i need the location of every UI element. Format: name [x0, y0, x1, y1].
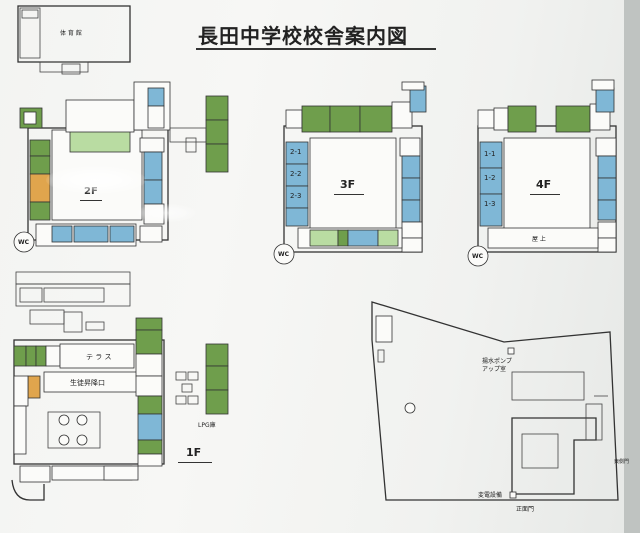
frame-edge [624, 0, 640, 533]
floor3-label: 3F [340, 178, 356, 191]
page-title: 長田中学校校舎案内図 [198, 24, 408, 48]
floor4-plan [467, 79, 617, 267]
floor4-label: 4F [536, 178, 552, 191]
main-gate-label: 正面門 [516, 506, 535, 513]
transformer-label: 変電設備 [478, 492, 503, 499]
pump-room-label: アップ室 [482, 366, 507, 373]
classroom-2-2-label: 2-2 [290, 170, 302, 178]
classroom-1-2-label: 1-2 [484, 174, 496, 182]
floor4-label-underline [530, 194, 560, 195]
floor1-label: 1F [186, 446, 202, 459]
title-underline [196, 48, 436, 50]
site-plan [371, 301, 619, 501]
wc-label-2f: WC [18, 239, 30, 246]
pool-pump-label: 揚水ポンプ [482, 358, 512, 365]
classroom-2-3-label: 2-3 [290, 192, 302, 200]
gym-building [17, 5, 131, 75]
floor2-plan [13, 81, 229, 253]
floor2-label: 2F [84, 186, 98, 197]
floor3-label-underline [334, 194, 364, 195]
east-gate-label: 東側門 [614, 459, 630, 465]
wc-label-4f: WC [472, 253, 484, 260]
wc-label-3f: WC [278, 251, 290, 258]
lpg-label: LPG庫 [198, 422, 216, 429]
floor2-label-underline [80, 200, 102, 201]
rooftop-label: 屋 上 [532, 236, 546, 243]
terrace-label: テ ラ ス [86, 353, 112, 361]
entrance-label: 生徒昇降口 [70, 379, 105, 387]
classroom-1-1-label: 1-1 [484, 150, 496, 158]
classroom-1-3-label: 1-3 [484, 200, 496, 208]
floor1-label-underline [178, 462, 212, 463]
floor3-plan [273, 81, 427, 265]
classroom-2-1-label: 2-1 [290, 148, 302, 156]
floor1-plan [11, 271, 229, 501]
gym-label: 体 育 館 [60, 30, 82, 37]
